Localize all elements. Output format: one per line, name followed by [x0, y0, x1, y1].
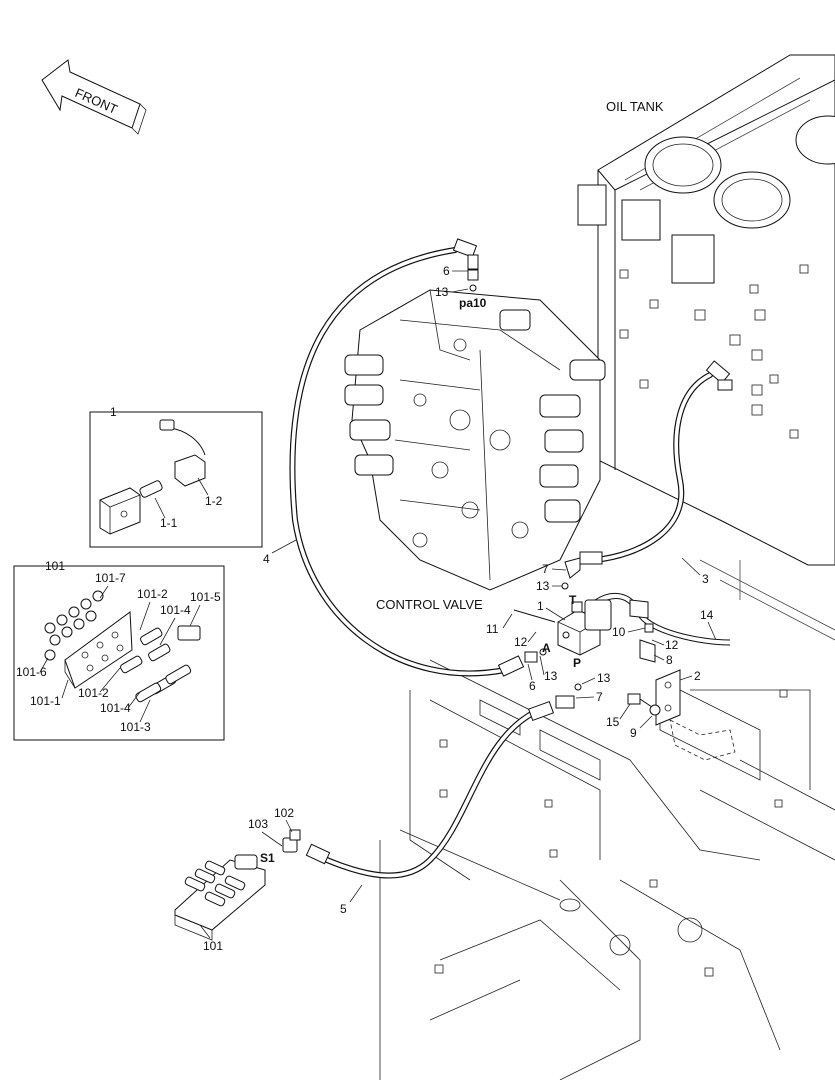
inset-1-label-1-1: 1-1: [160, 516, 178, 530]
inset-1: 1 1-1 1-2: [89, 405, 263, 548]
callout-103: 103: [248, 817, 268, 831]
callout-8: 8: [666, 653, 673, 667]
valve-block-101: S1: [174, 829, 301, 941]
oil-tank: OIL TANK: [577, 54, 835, 641]
inset-101-label-101-2-top: 101-2: [137, 587, 168, 601]
callout-5: 5: [340, 902, 347, 916]
hose-4: [289, 247, 508, 677]
callout-6b: 6: [529, 679, 536, 693]
callout-1: 1: [537, 599, 544, 613]
machine-frame: [379, 659, 835, 1080]
inset-101-label-101-5: 101-5: [190, 590, 221, 604]
port-P-label: P: [573, 656, 581, 670]
port-pa10-label: pa10: [459, 296, 487, 310]
callout-13c: 13: [544, 669, 558, 683]
inset-101-label-101-6: 101-6: [16, 665, 47, 679]
port-S1-label: S1: [260, 851, 275, 865]
callout-3: 3: [702, 572, 709, 586]
solenoid-valve-assembly: T A P: [513, 593, 681, 726]
callouts: 6 13 4 3 7 13 1 11 12 13 6 14 10 12 8 7 …: [199, 264, 717, 953]
inset-101: 101 101-7 101-2 101-5 101-4 101-6: [13, 559, 225, 741]
inset-101-label-101-2-bottom: 101-2: [78, 686, 109, 700]
port-A-label: A: [542, 641, 551, 655]
inset-101-title: 101: [45, 559, 65, 573]
callout-7b: 7: [596, 690, 603, 704]
callout-13b: 13: [536, 579, 550, 593]
callout-13d: 13: [597, 671, 611, 685]
inset-101-label-101-1: 101-1: [30, 694, 61, 708]
callout-4: 4: [263, 552, 270, 566]
callout-15: 15: [606, 715, 620, 729]
inset-101-label-101-4-top: 101-4: [160, 603, 191, 617]
callout-9: 9: [630, 726, 637, 740]
oil-tank-label: OIL TANK: [606, 99, 664, 114]
control-valve-label: CONTROL VALVE: [376, 597, 483, 612]
inset-1-title: 1: [110, 405, 117, 419]
callout-6a: 6: [443, 264, 450, 278]
front-direction-arrow: FRONT: [41, 59, 147, 135]
callout-14: 14: [700, 608, 714, 622]
callout-10: 10: [612, 625, 626, 639]
inset-101-label-101-7: 101-7: [95, 571, 126, 585]
callout-11: 11: [486, 622, 499, 636]
hose-5: [312, 709, 538, 879]
callout-102: 102: [274, 806, 294, 820]
inset-1-label-1-2: 1-2: [205, 494, 223, 508]
inset-101-label-101-4-bottom: 101-4: [100, 701, 131, 715]
callout-2: 2: [694, 669, 701, 683]
callout-7a: 7: [542, 562, 549, 576]
inset-101-label-101-3: 101-3: [120, 720, 151, 734]
control-valve: CONTROL VALVE pa10: [344, 289, 606, 612]
hose-3: [592, 372, 713, 563]
callout-13a: 13: [435, 285, 449, 299]
callout-12a: 12: [514, 635, 528, 649]
callout-101: 101: [203, 939, 223, 953]
port-T-label: T: [569, 593, 577, 607]
callout-12b: 12: [665, 638, 679, 652]
fittings: [305, 238, 733, 865]
